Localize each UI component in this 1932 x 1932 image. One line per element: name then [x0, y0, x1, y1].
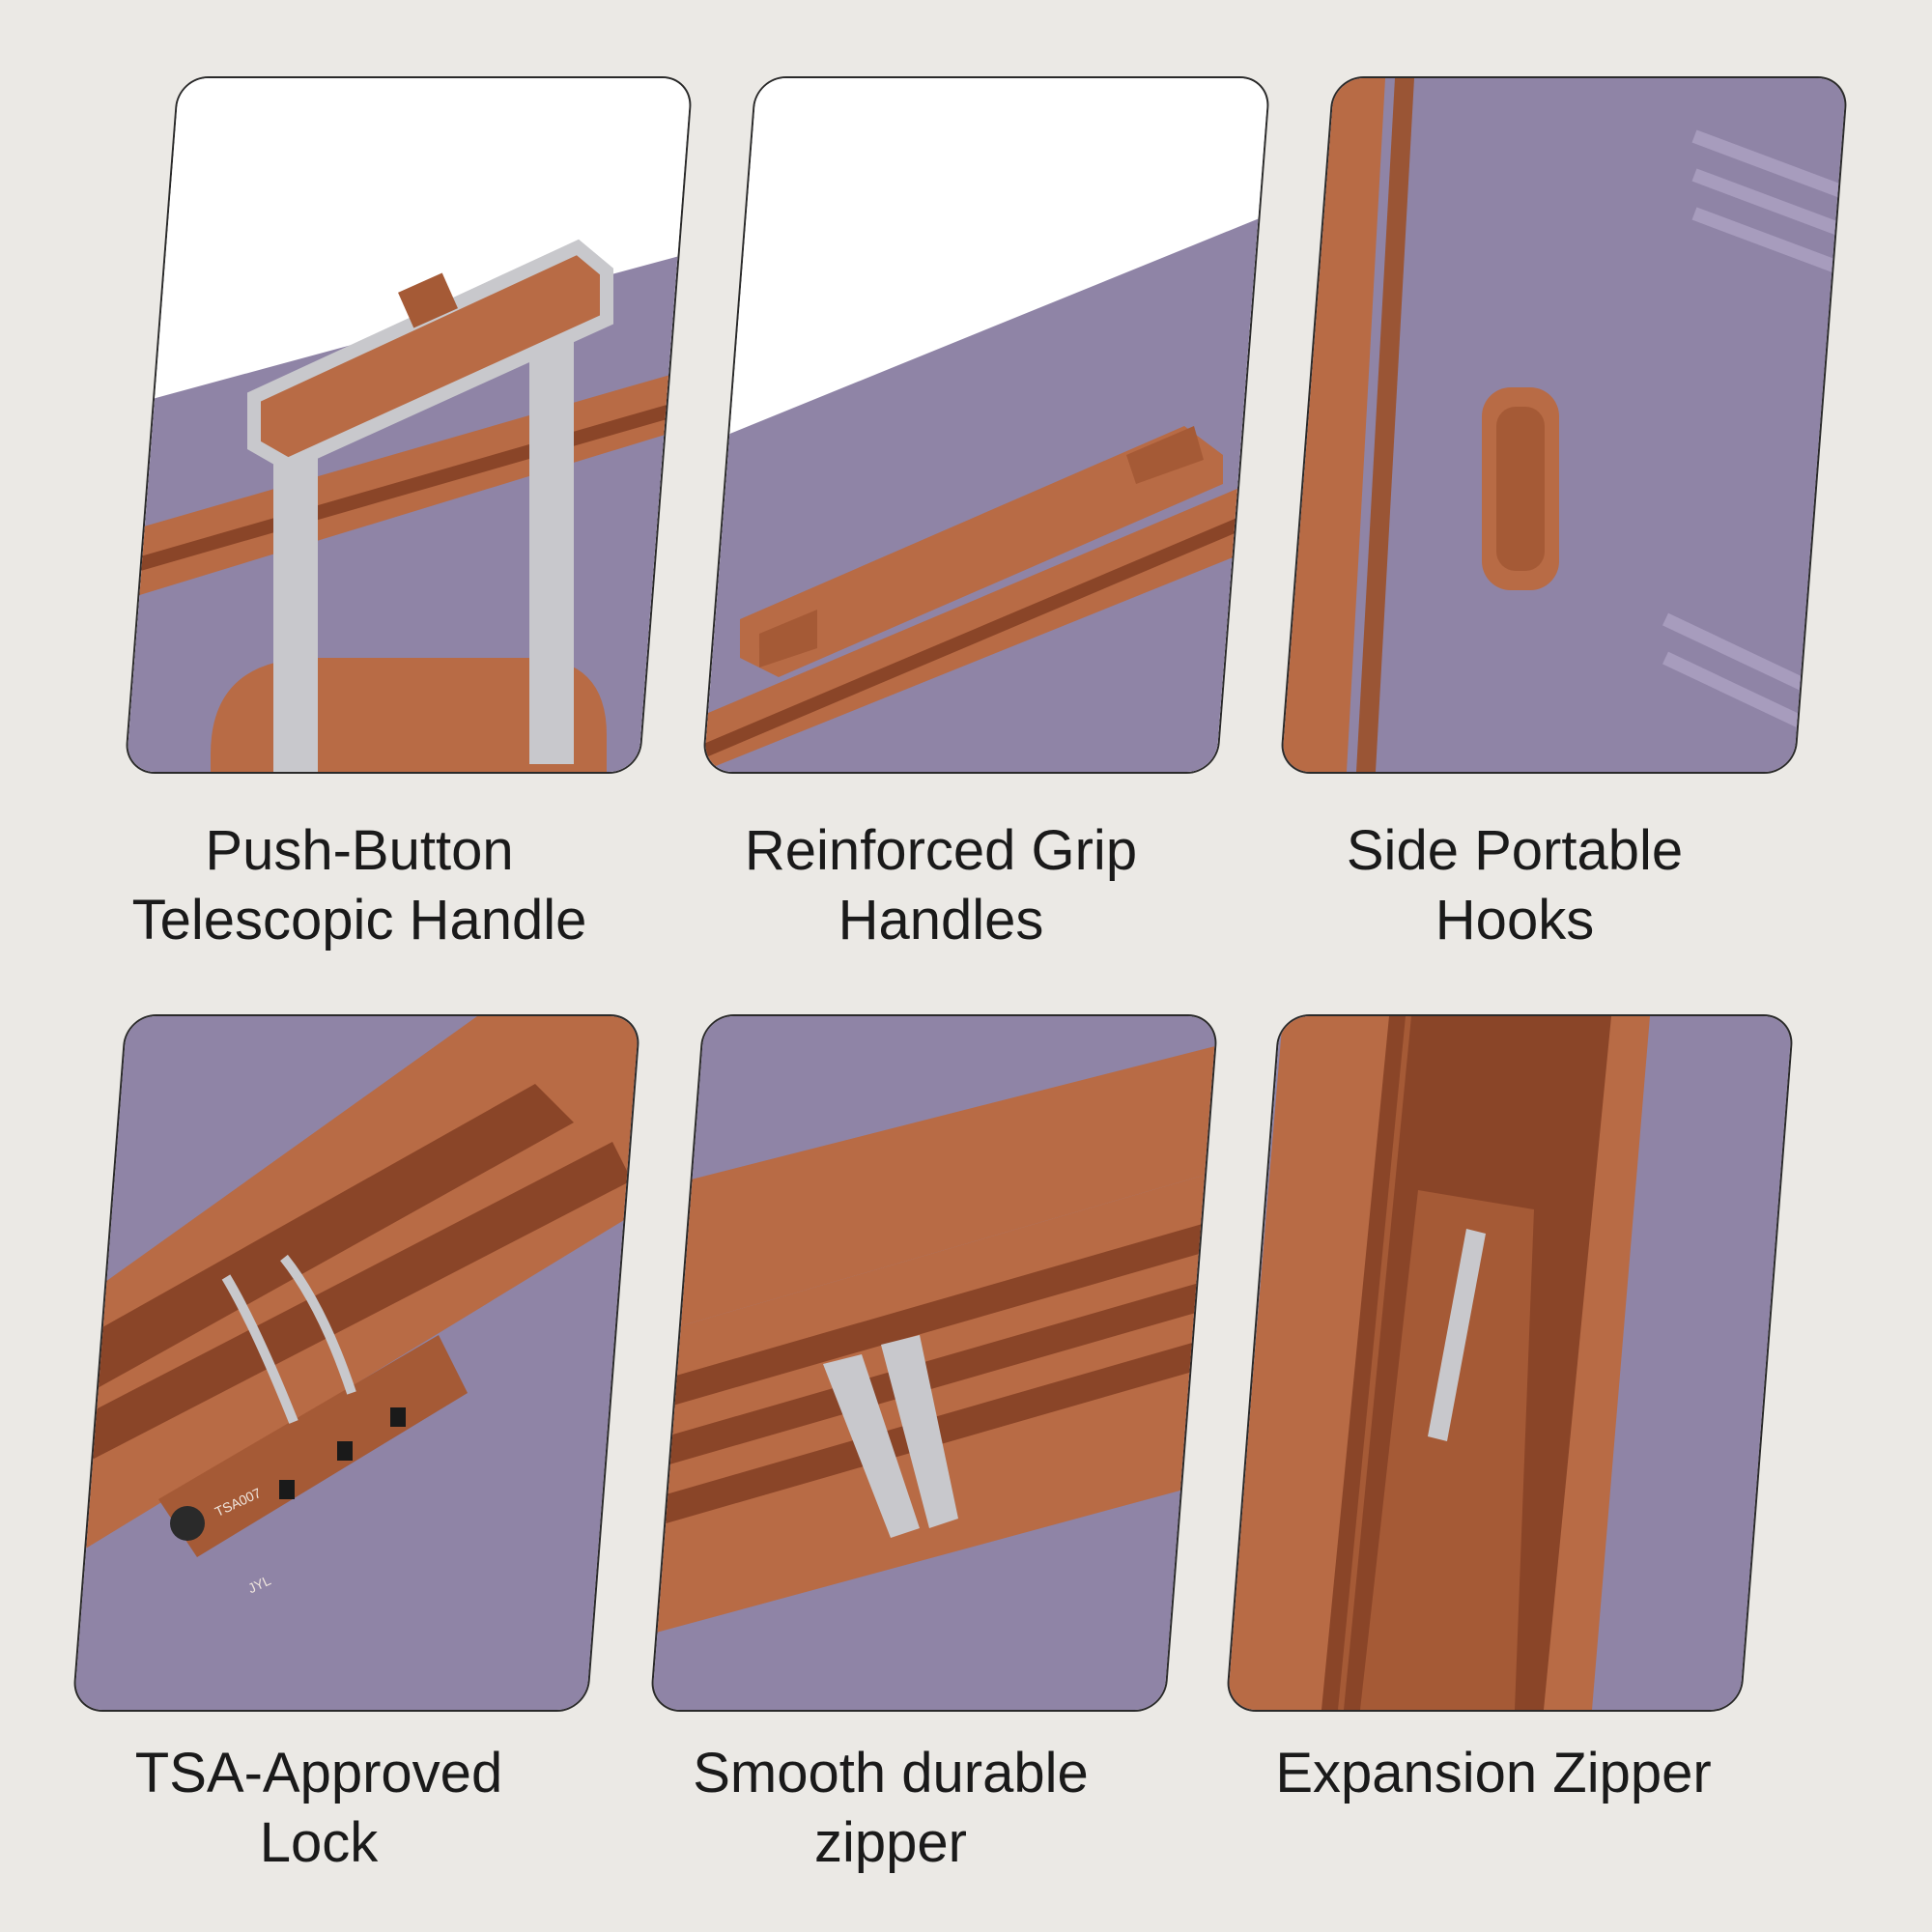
expansion-zipper-icon [1227, 1016, 1793, 1710]
feature-photo-zipper-pulls [651, 1016, 1217, 1710]
side-hook-icon [1281, 78, 1847, 772]
caption-line: Smooth durable [693, 1742, 1089, 1804]
caption-line: Lock [259, 1811, 379, 1874]
feature-photo-grip-handles [703, 78, 1269, 772]
caption-smooth-zipper: Smooth durable zipper [639, 1739, 1142, 1878]
caption-telescopic-handle: Push-Button Telescopic Handle [108, 816, 611, 955]
feature-photo-expansion-zipper [1227, 1016, 1793, 1710]
caption-grip-handles: Reinforced Grip Handles [690, 816, 1192, 955]
caption-expansion-zipper: Expansion Zipper [1242, 1739, 1745, 1808]
caption-line: Side Portable [1346, 819, 1684, 882]
feature-photo-side-hooks [1281, 78, 1847, 772]
caption-line: TSA-Approved [134, 1742, 503, 1804]
caption-line: Handles [838, 889, 1044, 952]
caption-line: Push-Button [205, 819, 514, 882]
caption-tsa-lock: TSA-Approved Lock [68, 1739, 570, 1878]
caption-line: Hooks [1435, 889, 1595, 952]
grip-handle-icon [703, 78, 1269, 772]
caption-line: Reinforced Grip [744, 819, 1138, 882]
caption-line: Telescopic Handle [131, 889, 587, 952]
caption-line: zipper [814, 1811, 967, 1874]
tsa-lock-icon [73, 1016, 639, 1710]
caption-side-hooks: Side Portable Hooks [1264, 816, 1766, 955]
feature-photo-tsa-lock: TSA007 JYL [73, 1016, 639, 1710]
telescopic-handle-icon [126, 78, 692, 772]
feature-photo-telescopic-handle [126, 78, 692, 772]
caption-line: Expansion Zipper [1275, 1742, 1712, 1804]
zipper-pulls-icon [651, 1016, 1217, 1710]
